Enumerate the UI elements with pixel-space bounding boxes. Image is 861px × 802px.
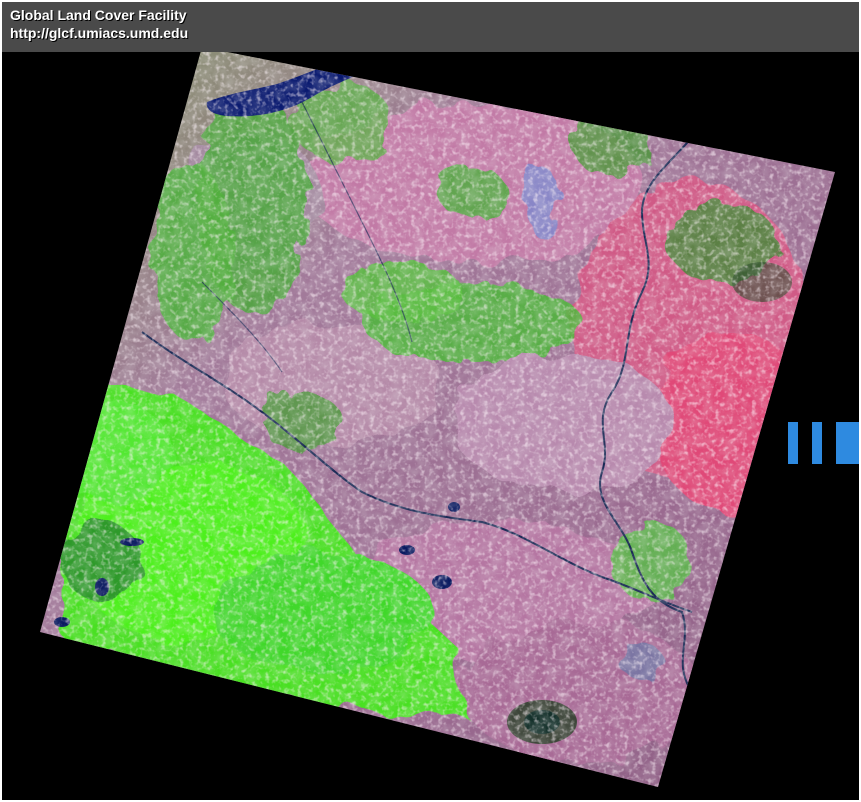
header-bar: Global Land Cover Facility http://glcf.u…: [2, 2, 859, 52]
header-title: Global Land Cover Facility: [10, 7, 187, 23]
header-url: http://glcf.umiacs.umd.edu: [10, 25, 189, 41]
nav-indicator-bar: [788, 422, 798, 464]
nav-indicator-bar: [812, 422, 822, 464]
nav-indicator-bar: [836, 422, 859, 464]
